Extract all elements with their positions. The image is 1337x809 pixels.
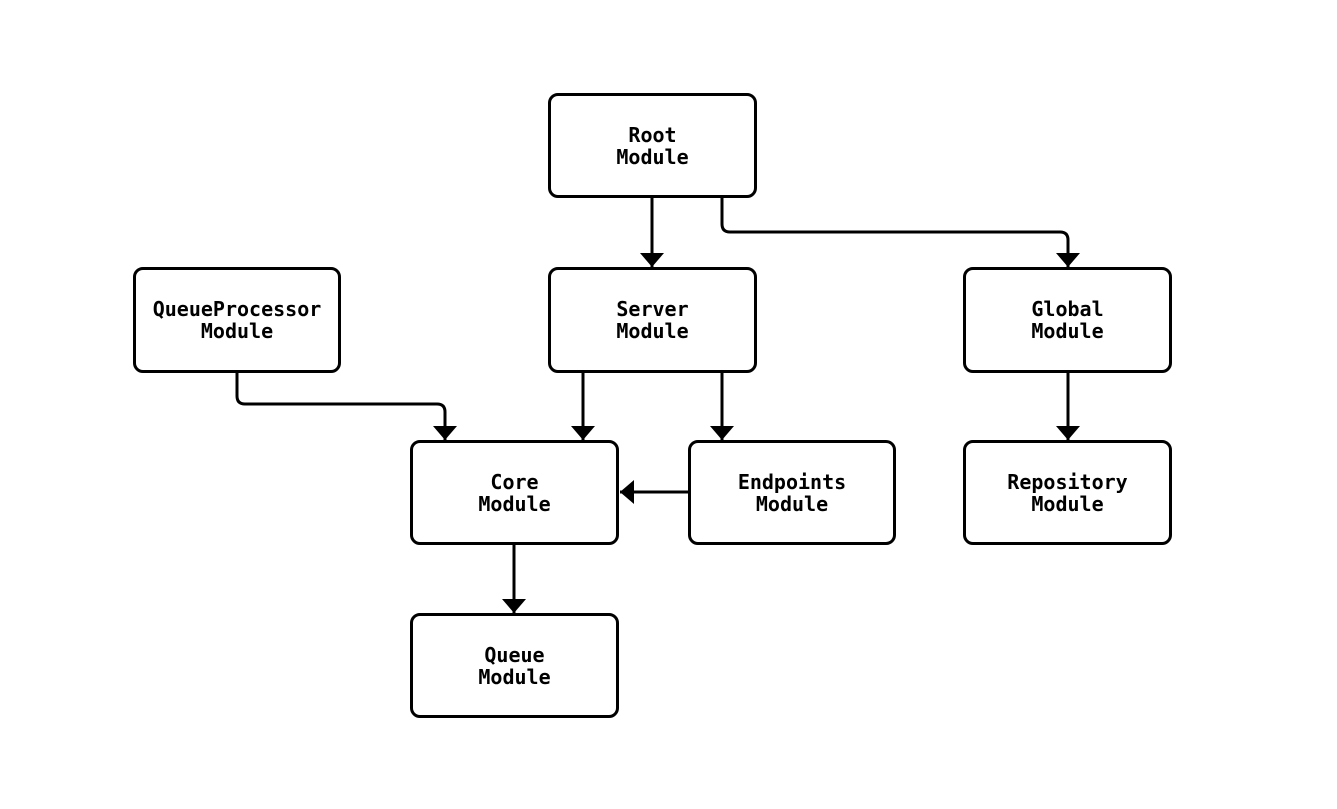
node-queue: Queue Module (410, 613, 619, 718)
edge-root-to-global (720, 198, 1080, 267)
node-repository: Repository Module (963, 440, 1172, 545)
node-queueprocessor: QueueProcessor Module (133, 267, 341, 373)
node-label-global: Global Module (1031, 297, 1104, 343)
node-global: Global Module (963, 267, 1172, 373)
node-label-endpoints: Endpoints Module (737, 469, 847, 516)
edge-queueprocessor-to-core (235, 373, 457, 440)
node-label-repository: Repository Module (1007, 469, 1128, 516)
node-root: Root Module (548, 93, 757, 198)
node-server: Server Module (548, 267, 757, 373)
node-core: Core Module (410, 440, 619, 545)
node-endpoints: Endpoints Module (688, 440, 896, 545)
node-label-queueprocessor: QueueProcessor Module (152, 297, 322, 343)
node-label-server: Server Module (616, 297, 689, 343)
node-label-queue: Queue Module (478, 642, 551, 689)
node-label-core: Core Module (478, 469, 551, 516)
node-label-root: Root Module (616, 122, 689, 169)
